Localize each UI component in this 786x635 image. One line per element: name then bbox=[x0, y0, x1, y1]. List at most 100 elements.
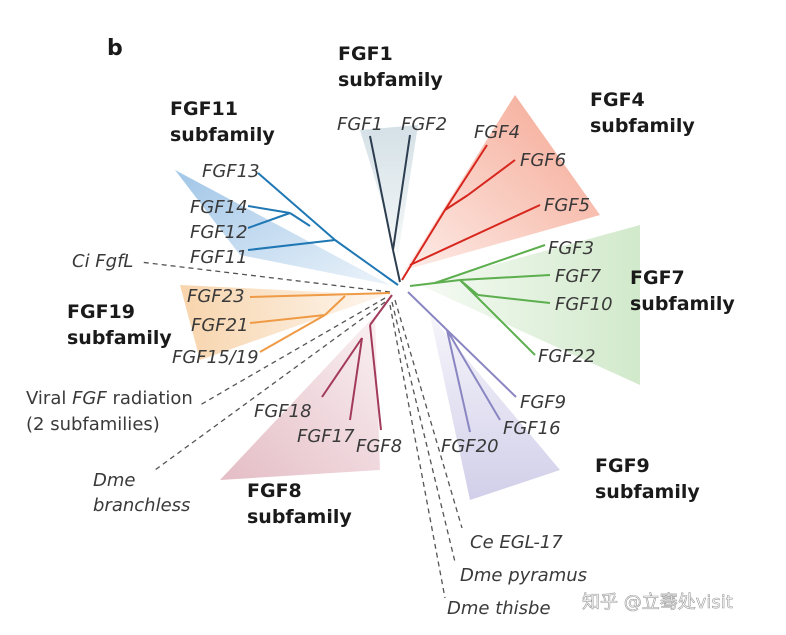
gene-label-fgf6: FGF6 bbox=[520, 150, 566, 171]
dashed-branches bbox=[139, 261, 463, 599]
watermark: 知乎 @立骞处visit bbox=[582, 592, 733, 613]
gene-label-fgf9: FGF9 bbox=[520, 392, 566, 413]
viral-fgf-label: Viral FGF radiation (2 subfamilies) bbox=[26, 388, 199, 435]
fgf11-wedge bbox=[175, 170, 390, 285]
fgf11-branches bbox=[247, 172, 399, 286]
fgf19-branches bbox=[249, 292, 391, 353]
branch-fgf15-19 bbox=[259, 314, 326, 353]
gene-label-fgf18: FGF18 bbox=[254, 401, 312, 422]
gene-label-fgf20: FGF20 bbox=[441, 436, 499, 457]
gene-label-fgf4: FGF4 bbox=[474, 122, 520, 143]
gene-label-fgf3: FGF3 bbox=[548, 238, 594, 259]
branch-fgf11-stem bbox=[334, 239, 399, 286]
fgf1-subfamily-line2: subfamily bbox=[338, 69, 443, 91]
gene-label-fgf13: FGF13 bbox=[202, 161, 260, 182]
gene-label-fgf15-19: FGF15/19 bbox=[172, 347, 259, 368]
fgf9-wedge bbox=[430, 315, 560, 500]
branch-fgf12 bbox=[247, 212, 291, 229]
branch-fgf23 bbox=[249, 292, 391, 298]
viral-fgf-line1-italic: FGF bbox=[72, 388, 107, 409]
branch-fgf14-node bbox=[289, 212, 311, 227]
gene-label-fgf16: FGF16 bbox=[503, 418, 561, 439]
gene-label-ci-fgfl: Ci FgfL bbox=[72, 251, 133, 272]
fgf7-branches bbox=[409, 244, 551, 356]
branch-fgf9-stem bbox=[407, 291, 448, 331]
branch-fgf16 bbox=[446, 329, 501, 421]
gene-label-fgf22: FGF22 bbox=[538, 346, 596, 367]
branch-fgf4-stem bbox=[401, 209, 446, 281]
fgf19-wedge bbox=[180, 285, 385, 360]
branch-ci-fgfl bbox=[139, 261, 391, 293]
gene-label-fgf17: FGF17 bbox=[297, 426, 355, 447]
fgf7-wedge bbox=[420, 225, 640, 385]
branch-fgf20 bbox=[446, 329, 471, 433]
fgf4-subfamily-line2: subfamily bbox=[590, 115, 695, 137]
fgf19-subfamily-label: FGF19 subfamily bbox=[67, 301, 172, 349]
fgf8-branches bbox=[321, 294, 393, 431]
branch-fgf8-stem bbox=[369, 294, 393, 326]
fgf11-subfamily-label: FGF11 subfamily bbox=[170, 98, 275, 146]
branch-fgf2 bbox=[392, 134, 411, 251]
gene-label-fgf23: FGF23 bbox=[187, 286, 245, 307]
gene-label-fgf11: FGF11 bbox=[190, 247, 248, 268]
fgf19-subfamily-line1: FGF19 bbox=[67, 301, 135, 323]
branch-fgf1-stem bbox=[392, 249, 401, 283]
gene-label-fgf12: FGF12 bbox=[190, 222, 248, 243]
fgf1-branches bbox=[369, 134, 411, 283]
gene-label-fgf2: FGF2 bbox=[401, 114, 447, 135]
branch-fgf11 bbox=[247, 239, 336, 251]
branch-fgf6 bbox=[467, 159, 516, 196]
gene-label-dme-branchless-line1: Dme bbox=[93, 470, 135, 491]
gene-label-ce-egl17: Ce EGL-17 bbox=[470, 532, 563, 553]
gene-label-dme-branchless: Dme branchless bbox=[93, 470, 190, 516]
gene-label-dme-branchless-line2: branchless bbox=[93, 495, 190, 516]
fgf1-subfamily-label: FGF1 subfamily bbox=[338, 43, 443, 91]
fgf9-subfamily-line2: subfamily bbox=[595, 481, 700, 503]
gene-label-fgf7: FGF7 bbox=[555, 266, 602, 287]
branch-fgf1 bbox=[369, 135, 394, 251]
branch-fgf9 bbox=[446, 329, 517, 398]
panel-letter: b bbox=[107, 36, 123, 61]
fgf9-branches bbox=[407, 291, 517, 433]
branch-dme-thisbe bbox=[389, 304, 446, 599]
fgf8-subfamily-line2: subfamily bbox=[247, 506, 352, 528]
branch-fgf21 bbox=[249, 314, 326, 324]
gene-label-fgf1: FGF1 bbox=[337, 114, 383, 135]
fgf11-subfamily-line1: FGF11 bbox=[170, 98, 238, 120]
branch-fgf4 bbox=[444, 144, 488, 211]
viral-fgf-line2: (2 subfamilies) bbox=[26, 414, 160, 435]
viral-fgf-line1-suffix: radiation bbox=[107, 388, 193, 409]
fgf4-wedge bbox=[405, 95, 600, 270]
fgf7-subfamily-line1: FGF7 bbox=[630, 267, 685, 289]
branch-fgf22 bbox=[459, 279, 536, 356]
fgf9-subfamily-line1: FGF9 bbox=[595, 455, 650, 477]
fgf9-subfamily-label: FGF9 subfamily bbox=[595, 455, 700, 503]
branch-fgf13 bbox=[257, 172, 336, 241]
gene-label-fgf21: FGF21 bbox=[191, 315, 249, 336]
gene-label-fgf5: FGF5 bbox=[544, 195, 590, 216]
gene-label-fgf10: FGF10 bbox=[555, 294, 613, 315]
branch-fgf19-node bbox=[324, 295, 346, 316]
fgf8-subfamily-label: FGF8 subfamily bbox=[247, 480, 352, 528]
fgf7-subfamily-label: FGF7 subfamily bbox=[630, 267, 735, 315]
branch-dme-branchless bbox=[154, 301, 386, 471]
viral-fgf-line1-prefix: Viral bbox=[26, 388, 72, 409]
fgf8-wedge bbox=[220, 315, 380, 480]
branch-fgf17 bbox=[349, 337, 363, 421]
branch-fgf8 bbox=[369, 324, 382, 431]
fgf4-branches bbox=[401, 144, 541, 281]
branch-fgf14 bbox=[247, 205, 291, 214]
fgf11-subfamily-line2: subfamily bbox=[170, 124, 275, 146]
branch-fgf18 bbox=[321, 337, 363, 398]
fgf8-subfamily-line1: FGF8 bbox=[247, 480, 302, 502]
fgf4-subfamily-label: FGF4 subfamily bbox=[590, 89, 695, 137]
branch-fgf6-node bbox=[444, 194, 469, 211]
gene-label-fgf8: FGF8 bbox=[356, 436, 402, 457]
branch-fgf3 bbox=[434, 244, 546, 284]
branch-fgf7 bbox=[459, 274, 551, 281]
branch-fgf10 bbox=[477, 294, 551, 304]
branch-fgf5 bbox=[409, 204, 541, 266]
fgf1-subfamily-line1: FGF1 bbox=[338, 43, 393, 65]
gene-label-fgf14: FGF14 bbox=[190, 197, 248, 218]
